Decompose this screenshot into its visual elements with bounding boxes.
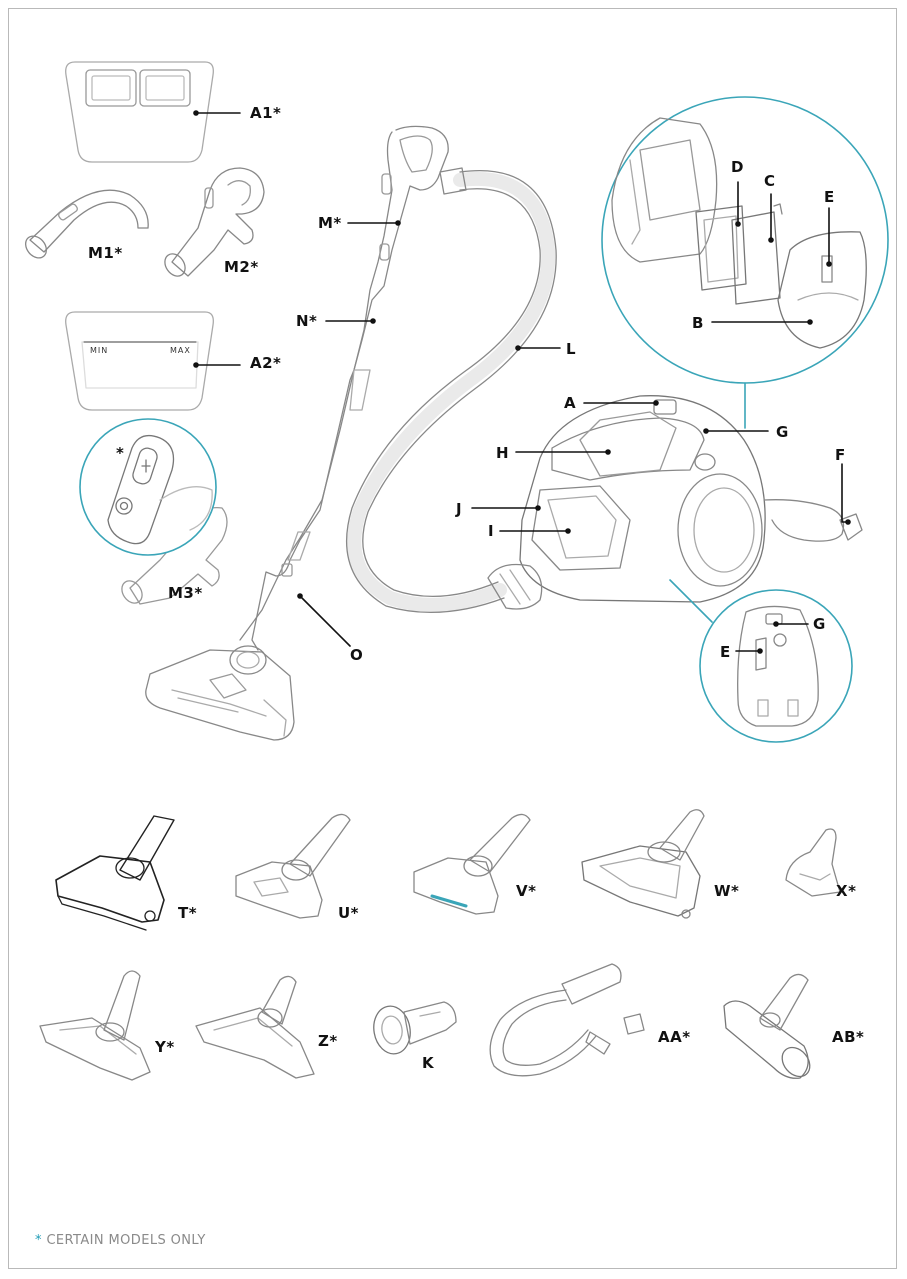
nozzle-k (373, 1001, 457, 1055)
label-a1: A1* (250, 104, 282, 122)
footnote-text: CERTAIN MODELS ONLY (46, 1233, 206, 1248)
gauge-min-label: MIN (90, 346, 109, 355)
nozzle-ab (723, 973, 811, 1079)
label-j: J (456, 500, 463, 518)
bag-holder-callout (669, 579, 853, 743)
label-v: V* (516, 882, 537, 900)
handle-m2 (164, 167, 265, 277)
label-x: X* (836, 882, 857, 900)
label-e: E (824, 188, 835, 206)
filter-callout (601, 96, 889, 429)
label-e-callout: E (720, 643, 731, 661)
nozzle-u (235, 813, 351, 919)
flexible-hose-aa (489, 963, 645, 1077)
label-aa: AA* (658, 1028, 691, 1046)
label-u: U* (338, 904, 360, 922)
wand-tube (239, 125, 449, 651)
floor-nozzle (145, 645, 295, 741)
label-y: Y* (155, 1038, 175, 1056)
nozzle-x (785, 828, 841, 897)
label-t: T* (178, 904, 198, 922)
nozzle-v (413, 813, 531, 915)
nozzle-y (39, 970, 151, 1081)
gauge-max-label: MAX (170, 346, 191, 355)
page-frame (8, 8, 897, 1269)
footnote: * CERTAIN MODELS ONLY (35, 1233, 206, 1248)
label-g: G (776, 423, 789, 441)
label-o: O (350, 646, 364, 664)
label-k: K (422, 1054, 435, 1072)
label-i: I (488, 522, 495, 540)
label-w: W* (714, 882, 740, 900)
label-m3: M3* (168, 584, 203, 602)
label-m2: M2* (224, 258, 259, 276)
dust-indicator-a1 (65, 61, 214, 163)
footnote-star: * (35, 1233, 42, 1248)
vacuum-body (487, 395, 863, 610)
dust-indicator-a2 (65, 311, 214, 411)
label-ab: AB* (832, 1028, 865, 1046)
nozzle-w (581, 809, 705, 919)
label-c: C (764, 172, 776, 190)
handle-m3 (79, 418, 228, 605)
label-n: N* (296, 312, 318, 330)
label-f: F (835, 446, 846, 464)
label-b: B (692, 314, 704, 332)
label-m3-star: * (116, 444, 125, 462)
label-h: H (496, 444, 510, 462)
handle-m1 (25, 189, 149, 259)
label-m: M* (318, 214, 342, 232)
label-g-callout: G (813, 615, 826, 633)
label-m1: M1* (88, 244, 123, 262)
nozzle-t (55, 815, 175, 931)
leader-lines (195, 112, 849, 652)
label-z: Z* (318, 1032, 338, 1050)
label-a2: A2* (250, 354, 282, 372)
nozzle-z (195, 975, 315, 1079)
label-a: A (564, 394, 577, 412)
label-l: L (566, 340, 577, 358)
hose (345, 167, 557, 614)
label-d: D (731, 158, 744, 176)
leader-dots (193, 110, 851, 654)
